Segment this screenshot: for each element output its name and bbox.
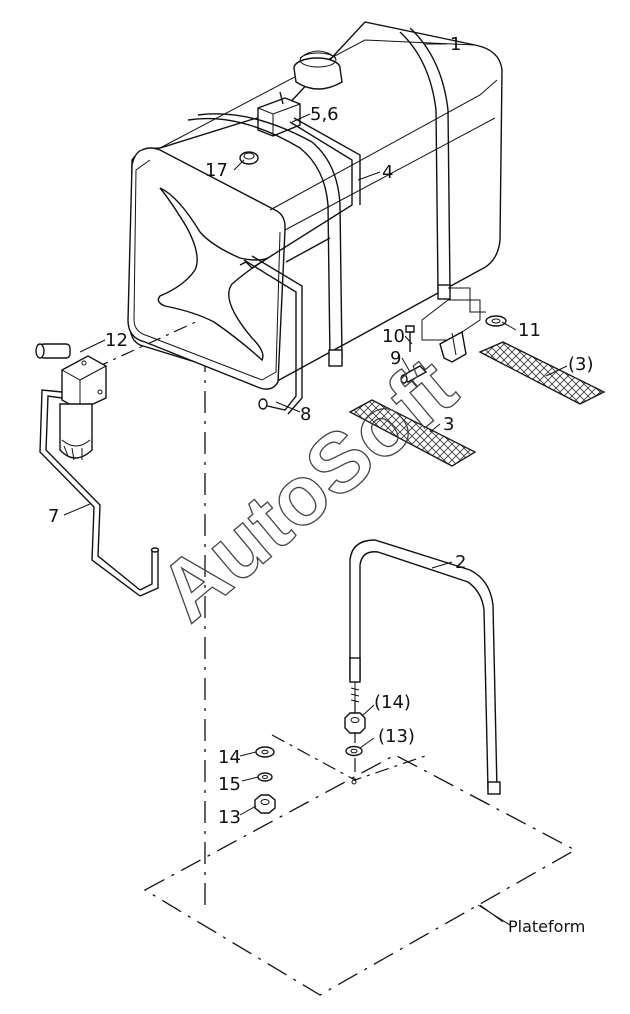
hardware-left xyxy=(254,746,276,814)
leader-lines xyxy=(63,43,568,923)
label-platform: Plateform xyxy=(508,917,585,936)
label-part-3-left: 3 xyxy=(443,414,454,435)
label-part-11: 11 xyxy=(518,320,541,341)
label-part-10: 10 xyxy=(382,326,405,347)
label-part-14: 14 xyxy=(218,747,241,768)
hardware-right xyxy=(344,712,366,785)
label-part-13-paren: (13) xyxy=(378,726,415,747)
label-part-15: 15 xyxy=(218,774,241,795)
label-part-3-right: (3) xyxy=(568,354,594,375)
label-part-9: 9 xyxy=(390,348,401,369)
watermark-text: AutoSoft xyxy=(141,339,473,639)
label-part-17: 17 xyxy=(205,160,228,181)
label-part-5-6: 5,6 xyxy=(310,104,339,125)
fuel-tank xyxy=(127,21,503,415)
label-part-2: 2 xyxy=(455,552,466,573)
callout-labels: 1 2 (3) 3 4 5,6 7 8 9 10 11 12 (13) 13 (… xyxy=(48,34,594,936)
label-part-7: 7 xyxy=(48,506,59,527)
bracket-group xyxy=(400,287,507,384)
label-part-13: 13 xyxy=(218,807,241,828)
label-part-14-paren: (14) xyxy=(374,692,411,713)
label-part-8: 8 xyxy=(300,404,311,425)
label-part-12: 12 xyxy=(105,330,128,351)
label-part-4: 4 xyxy=(382,162,393,183)
label-part-1: 1 xyxy=(450,34,461,55)
fuel-filter xyxy=(35,319,201,597)
platform-outline xyxy=(143,754,577,996)
pad-3-left xyxy=(348,399,477,467)
pad-3-right xyxy=(478,341,606,405)
strap-2 xyxy=(349,539,501,795)
